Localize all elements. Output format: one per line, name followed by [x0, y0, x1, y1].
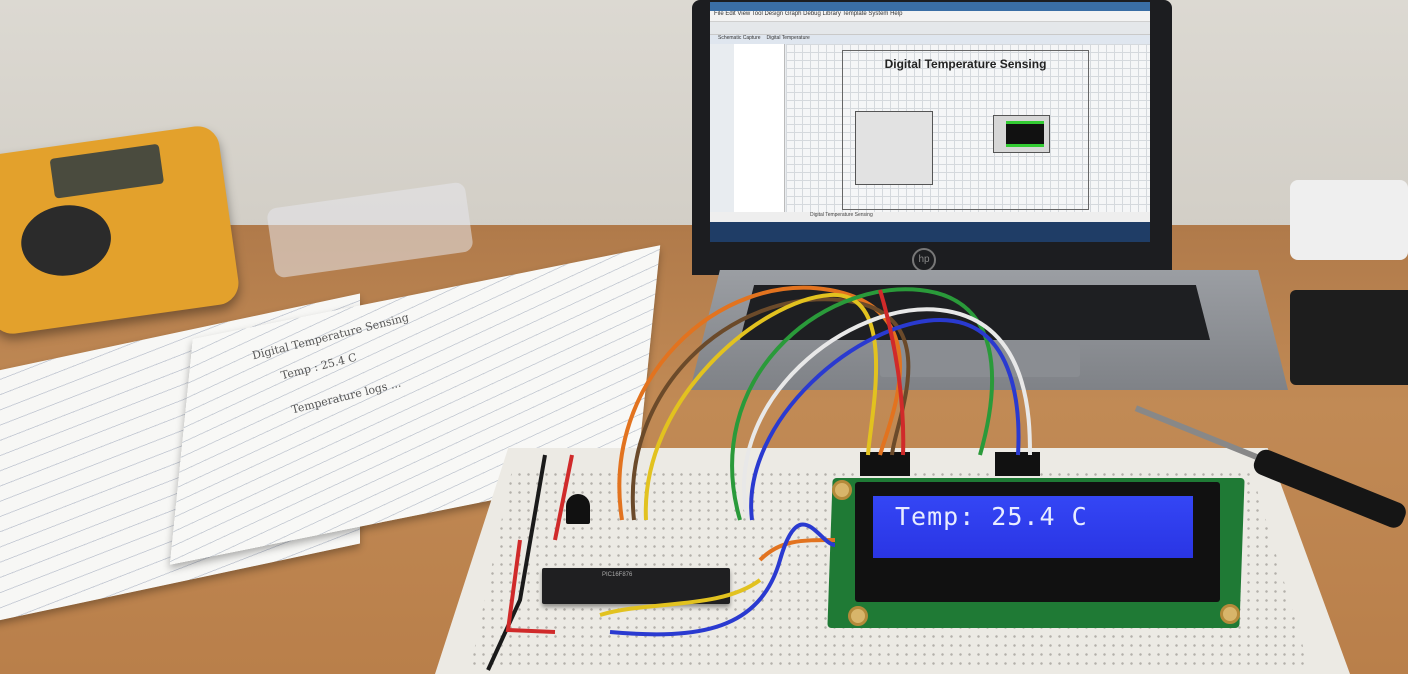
status-bar: Digital Temperature Sensing — [710, 212, 1150, 222]
device-picker — [734, 44, 785, 212]
schematic-canvas: Digital Temperature Sensing — [786, 44, 1150, 212]
laptop-screen: File Edit View Tool Design Graph Debug L… — [710, 2, 1150, 242]
temperature-sensor — [566, 494, 590, 524]
window-titlebar — [710, 2, 1150, 11]
mount-hole — [848, 606, 868, 626]
soldering-stand — [1290, 290, 1408, 385]
microcontroller-chip: PIC16F876 — [542, 568, 730, 604]
mount-hole — [1220, 604, 1240, 624]
tab-strip: Schematic Capture Digital Temperature — [710, 35, 1150, 45]
mount-hole — [832, 480, 852, 500]
schematic-title: Digital Temperature Sensing — [884, 57, 1047, 71]
microcontroller-symbol — [855, 111, 933, 185]
taskbar — [710, 222, 1150, 242]
lcd-display: Temp: 25.4 C — [873, 496, 1193, 558]
lcd-line-1: Temp: 25.4 C — [895, 502, 1088, 531]
tab-schematic: Schematic Capture — [718, 35, 761, 41]
tool-palette — [710, 44, 734, 212]
keyboard — [740, 285, 1210, 340]
power-socket — [1290, 180, 1408, 260]
lcd-symbol — [993, 115, 1050, 153]
touchpad — [880, 345, 1080, 377]
tab-design: Digital Temperature — [766, 35, 810, 41]
lcd-header-pins — [995, 452, 1040, 476]
toolbar — [710, 22, 1150, 35]
lcd-header-pins — [860, 452, 910, 476]
menu-bar: File Edit View Tool Design Graph Debug L… — [710, 11, 1150, 22]
schematic-sheet: Digital Temperature Sensing — [842, 50, 1089, 210]
